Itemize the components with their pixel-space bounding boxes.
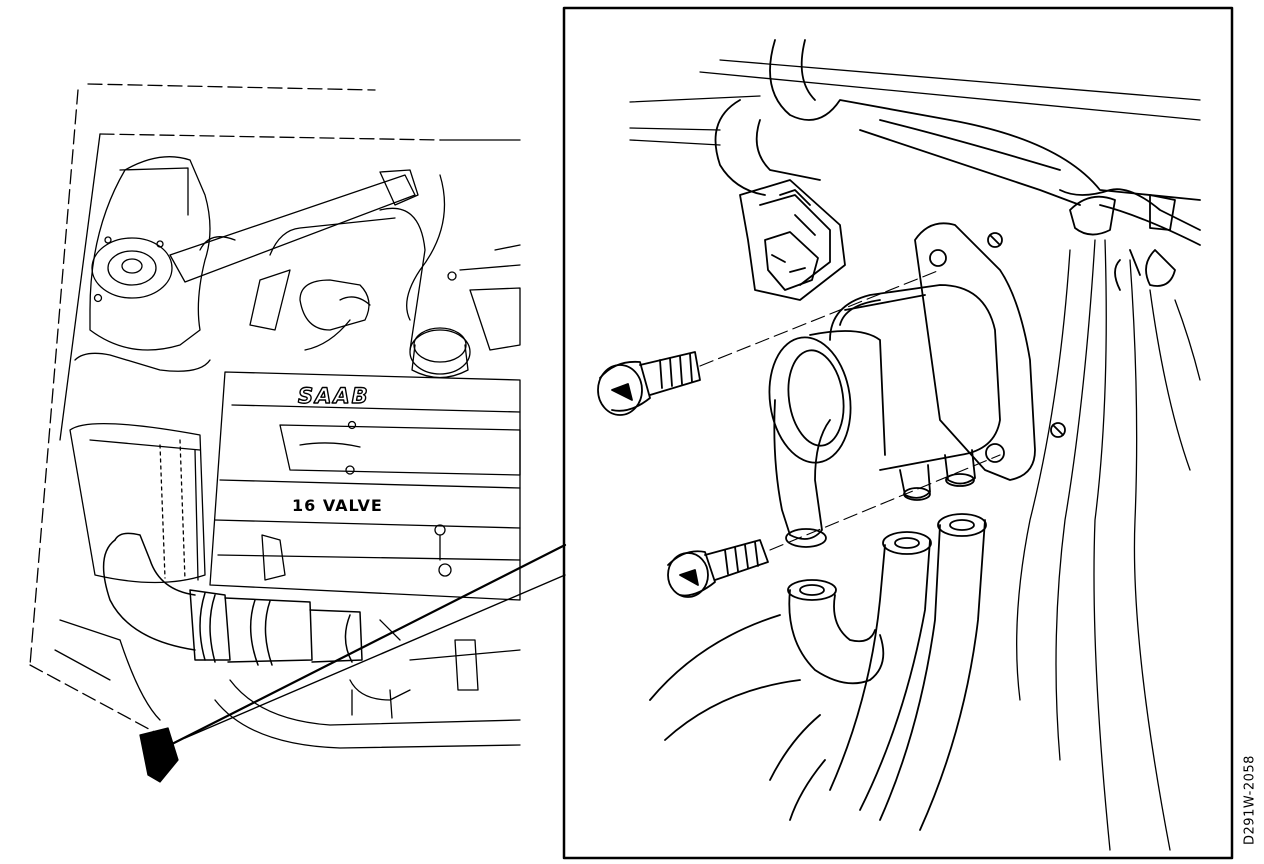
air-box — [69, 422, 206, 584]
callout-pointer — [139, 543, 567, 783]
background-rails — [629, 59, 1201, 146]
idle-air-control-valve-icon — [768, 222, 1066, 548]
engine-brand-label: SAAB — [298, 384, 370, 408]
vacuum-hose-icon — [649, 513, 987, 831]
cover-bolts — [261, 524, 452, 581]
bodywork-outline — [29, 83, 441, 736]
intake-hose — [102, 532, 363, 666]
detail-frame — [562, 6, 1234, 860]
figure-reference-code: D291W-2058 — [1242, 755, 1258, 845]
engine-bay-overview: SAAB 16 VALVE — [29, 83, 567, 783]
wiring-harness-icon — [714, 39, 1201, 291]
electrical-connector-icon — [739, 179, 846, 301]
right-components — [447, 244, 521, 351]
allen-bolt-icon — [597, 269, 1001, 598]
strut-tower — [74, 156, 211, 372]
oil-filler-cap — [409, 327, 471, 379]
strut-brace — [169, 169, 419, 283]
upper-hoses — [249, 174, 446, 351]
side-harness — [1016, 239, 1201, 851]
engine-cover-label: 16 VALVE — [292, 496, 383, 515]
cam-cover: SAAB 16 VALVE — [209, 371, 521, 601]
detail-panel — [562, 6, 1234, 860]
lower-hoses — [54, 619, 521, 749]
